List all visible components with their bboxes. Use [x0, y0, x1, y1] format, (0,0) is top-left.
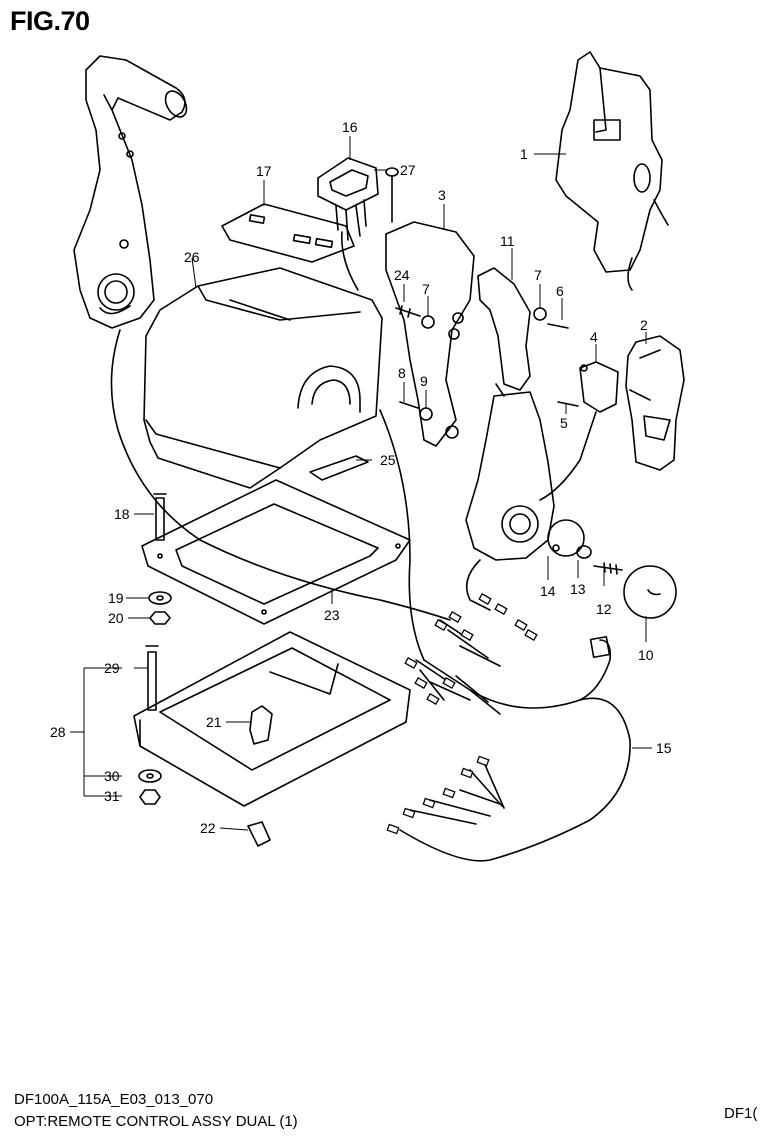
callout-7a: 7: [422, 281, 430, 297]
bolt-29: [145, 645, 159, 711]
callout-10: 10: [638, 647, 654, 663]
callout-7b: 7: [534, 267, 542, 283]
callout-28: 28: [50, 724, 66, 740]
left-cable: [110, 329, 451, 621]
washer-7b: [533, 307, 547, 321]
callout-25: 25: [380, 452, 396, 468]
screw-5: [557, 401, 579, 407]
callout-29: 29: [104, 660, 120, 676]
callout-15: 15: [656, 740, 672, 756]
figure-code: DF100A_115A_E03_013_070: [14, 1091, 214, 1108]
callout-22: 22: [200, 820, 216, 836]
callout-27: 27: [400, 162, 416, 178]
callout-6: 6: [556, 283, 564, 299]
callout-31: 31: [104, 788, 120, 804]
rocker-switch: [317, 157, 379, 291]
bolt-8: [399, 401, 419, 409]
washer-9: [419, 407, 433, 421]
screw: [593, 562, 623, 575]
callout-30: 30: [104, 768, 120, 784]
callout-3: 3: [438, 187, 446, 203]
screw-6: [547, 323, 569, 329]
callout-labels: 1 2 3 4 5 6 7 7 8 9 10 11 12 13 14 15 16…: [50, 119, 672, 836]
switch: [539, 361, 619, 501]
callout-1: 1: [520, 146, 528, 162]
callout-12: 12: [596, 601, 612, 617]
callout-26: 26: [184, 249, 200, 265]
nut-20: [149, 611, 171, 625]
gasket: [141, 479, 411, 625]
cap: [623, 565, 677, 619]
callout-19: 19: [108, 590, 124, 606]
remote-control-assy: [555, 51, 669, 291]
clamp: [247, 821, 271, 847]
grommet: [309, 455, 369, 481]
bolt-24: [395, 305, 421, 318]
model-label: DF1(: [724, 1105, 758, 1122]
switch-plate: [221, 203, 355, 263]
callout-9: 9: [420, 373, 428, 389]
lever-bracket: [477, 267, 531, 397]
callout-16: 16: [342, 119, 358, 135]
figure-title: FIG.70: [10, 6, 90, 36]
callout-4: 4: [590, 329, 598, 345]
base-tray: [133, 631, 411, 807]
callout-13: 13: [570, 581, 586, 597]
callout-20: 20: [108, 610, 124, 626]
side-cover: [625, 335, 685, 471]
plate: [547, 519, 585, 557]
callout-5: 5: [560, 415, 568, 431]
washer-7a: [421, 315, 435, 329]
callout-24: 24: [394, 267, 410, 283]
left-control-lever: [73, 55, 188, 329]
callout-8: 8: [398, 365, 406, 381]
figure-description: OPT:REMOTE CONTROL ASSY DUAL (1): [14, 1113, 298, 1130]
washer-19: [148, 591, 172, 605]
callout-14: 14: [540, 583, 556, 599]
callout-11: 11: [500, 233, 515, 249]
wiring-harness: [379, 409, 631, 862]
callout-2: 2: [640, 317, 648, 333]
cover-plate: [385, 221, 475, 447]
callout-18: 18: [114, 506, 130, 522]
washer-30: [138, 769, 162, 783]
nut-31: [139, 789, 161, 805]
callout-21: 21: [206, 714, 222, 730]
callout-23: 23: [324, 607, 340, 623]
nut: [576, 545, 592, 559]
bolt-18: [153, 493, 167, 541]
clip: [249, 705, 273, 745]
control-lever-arm: [465, 391, 555, 561]
screw-27: [385, 167, 399, 223]
callout-17: 17: [256, 163, 272, 179]
housing-cover: [143, 267, 383, 489]
